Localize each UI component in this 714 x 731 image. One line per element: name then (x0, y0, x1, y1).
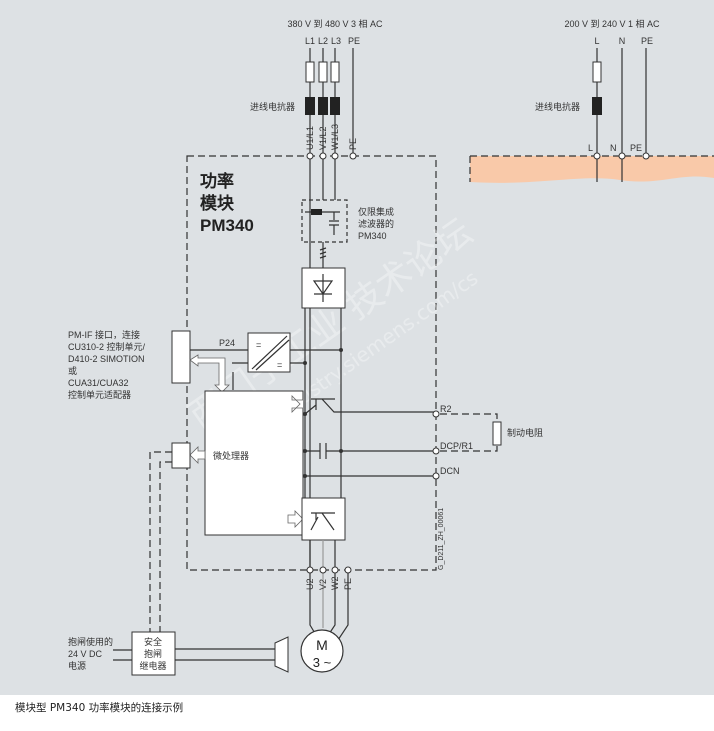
terminal-dcn: DCN (440, 466, 460, 476)
reactor-label: 进线电抗器 (250, 101, 295, 112)
line-label-l: L (594, 36, 599, 46)
microprocessor-label: 微处理器 (213, 450, 249, 461)
line-label-l3: L3 (331, 36, 341, 46)
power-module-1ph-fragment (470, 156, 714, 183)
drawing-code: G_D211_ZH_00061 (438, 508, 445, 570)
brake-supply-wiring (113, 648, 275, 661)
svg-text:D410-2 SIMOTION: D410-2 SIMOTION (68, 354, 145, 364)
motor-label-m: M (316, 637, 328, 653)
terminal-dcp-r1: DCP/R1 (440, 441, 473, 451)
relay-label-3: 继电器 (139, 660, 166, 671)
supply-3ph-title: 380 V 到 480 V 3 相 AC (287, 18, 383, 29)
brake-resistor-wiring (440, 413, 498, 452)
diode-icon (312, 274, 334, 302)
module-title-line3: PM340 (200, 216, 254, 235)
control-arrow-inverter-icon (287, 510, 304, 528)
line-reactor-icon (305, 97, 340, 115)
terminal-label-pe-in: PE (348, 138, 358, 150)
terminal-v2: V2 (318, 579, 328, 590)
terminal-label-n: N (610, 143, 617, 153)
relay-label-1: 安全 (144, 636, 162, 647)
line-label-n: N (619, 36, 626, 46)
supply-wires (309, 48, 354, 570)
relay-control-wiring (149, 451, 172, 632)
input-terminals (306, 152, 357, 160)
converter-symbol-out: = (277, 360, 282, 370)
microprocessor-box (204, 390, 304, 536)
line-label-l1: L1 (305, 36, 315, 46)
converter-symbol-in: = (256, 340, 261, 350)
fuse-icon (592, 61, 602, 83)
brake-supply-label-2: 24 V DC (68, 649, 103, 659)
module-title-line2: 模块 (200, 193, 235, 213)
filter-note-2: 滤波器的 (358, 218, 394, 229)
relay-label-2: 抱闸 (144, 648, 162, 659)
line-label-l2: L2 (318, 36, 328, 46)
svg-text:控制单元适配器: 控制单元适配器 (68, 389, 131, 400)
control-arrow-relay-icon (189, 446, 206, 464)
inverter-box (301, 497, 346, 541)
brake-resistor-label: 制动电阻 (507, 427, 543, 438)
terminal-label-pe-1ph: PE (630, 143, 642, 153)
motor-label-phase: 3 ~ (313, 655, 332, 670)
motor-brake-icon (274, 636, 289, 673)
pm-if-interface-box (171, 330, 191, 384)
terminal-r2: R2 (440, 404, 452, 414)
terminal-u2: U2 (305, 578, 315, 590)
terminal-label-l: L (588, 143, 593, 153)
line-filter-box (301, 199, 348, 243)
p24-wiring (190, 349, 341, 390)
filter-icon (305, 209, 340, 235)
terminal-label-v1: V1/L2 (318, 126, 328, 150)
dc-bus (304, 308, 342, 498)
dc-link-wire (319, 242, 327, 268)
terminal-pe-out: PE (343, 578, 353, 590)
motor-icon (300, 629, 344, 673)
brake-supply-label-3: 电源 (68, 660, 86, 671)
brake-chopper-transistor-icon (304, 398, 436, 415)
dc-capacitor-icon (305, 443, 436, 459)
svg-text:PM-IF 接口，连接: PM-IF 接口，连接 (68, 329, 140, 340)
terminal-label-u1: U1/L1 (305, 126, 315, 150)
svg-text:或: 或 (68, 365, 77, 376)
fuse-icon (305, 61, 340, 83)
pm-if-label: PM-IF 接口，连接 CU310-2 控制单元/ D410-2 SIMOTIO… (68, 329, 146, 400)
igbt-icon (310, 512, 335, 531)
p24-label: P24 (219, 338, 235, 348)
terminal-label-w1: W1/L3 (330, 124, 340, 150)
line-label-pe-1ph: PE (641, 36, 653, 46)
control-arrow-brake-icon (291, 395, 303, 413)
module-title-line1: 功率 (200, 171, 234, 191)
safe-brake-relay-box (131, 631, 176, 676)
converter-diagonal (251, 335, 290, 371)
svg-text:CUA31/CUA32: CUA31/CUA32 (68, 378, 129, 388)
brake-resistor-icon (492, 421, 502, 446)
diagram-background (0, 0, 714, 695)
brake-control-box (171, 442, 191, 469)
figure-caption: 模块型 PM340 功率模块的连接示例 (15, 702, 184, 714)
filter-note-3: PM340 (358, 231, 387, 241)
reactor-label-1ph: 进线电抗器 (535, 101, 580, 112)
terminal-w2: W2 (330, 577, 340, 591)
filter-note-1: 仅限集成 (358, 206, 394, 217)
svg-text:CU310-2 控制单元/: CU310-2 控制单元/ (68, 341, 146, 352)
line-reactor-icon (592, 97, 602, 115)
line-label-pe: PE (348, 36, 360, 46)
supply-1ph-title: 200 V 到 240 V 1 相 AC (564, 18, 660, 29)
brake-supply-label-1: 抱闸使用的 (68, 636, 113, 647)
